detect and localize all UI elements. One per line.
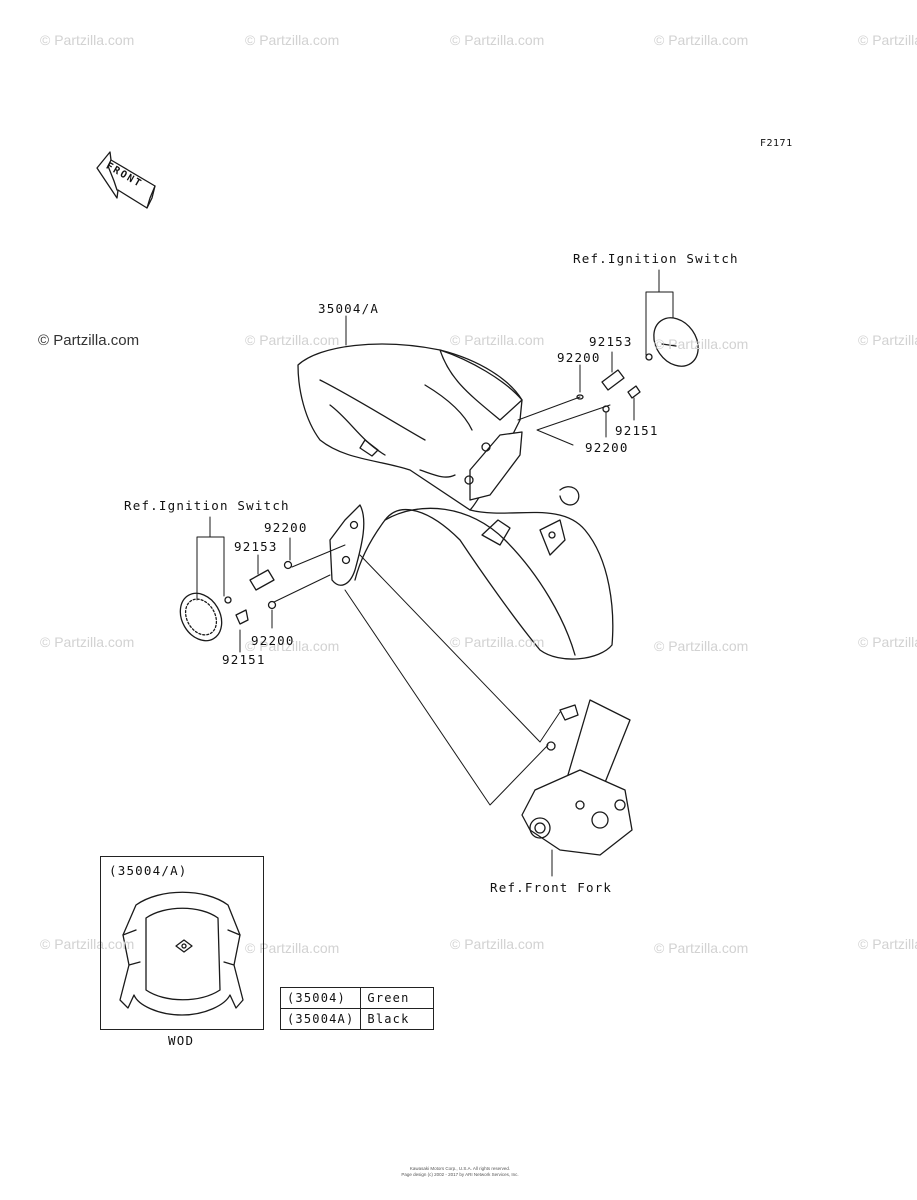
- color-name-cell: Black: [360, 1008, 435, 1030]
- front-fender: [297, 343, 614, 660]
- watermark: © Partzilla.com: [858, 936, 917, 952]
- watermark: © Partzilla.com: [245, 332, 340, 348]
- table-row: (35004A) Black: [279, 1008, 435, 1030]
- variant-box: (35004/A): [100, 856, 264, 1030]
- callout-92200-left-bottom[interactable]: 92200: [251, 633, 295, 648]
- copyright-line-1: Kawasaki Motors Corp., U.S.A. All rights…: [409, 1166, 511, 1171]
- watermark: © Partzilla.com: [245, 940, 340, 956]
- callout-92200-right-top[interactable]: 92200: [557, 350, 601, 365]
- watermark: © Partzilla.com: [450, 32, 545, 48]
- watermark: © Partzilla.com: [858, 32, 917, 48]
- callout-92200-left-top[interactable]: 92200: [264, 520, 308, 535]
- watermark: © Partzilla.com: [38, 332, 140, 349]
- callout-35004a[interactable]: 35004/A: [318, 301, 380, 316]
- callout-92153-left[interactable]: 92153: [234, 539, 278, 554]
- callout-92151-right[interactable]: 92151: [615, 423, 659, 438]
- variant-fender: [119, 891, 244, 1016]
- callout-92153-right[interactable]: 92153: [589, 334, 633, 349]
- watermark: © Partzilla.com: [40, 936, 135, 952]
- front-arrow-icon: [96, 151, 156, 209]
- watermark: © Partzilla.com: [858, 332, 917, 348]
- color-code-cell: (35004A): [279, 1008, 362, 1030]
- callout-ref-ignition-switch-right[interactable]: Ref.Ignition Switch: [573, 251, 739, 266]
- watermark: © Partzilla.com: [654, 638, 749, 654]
- color-table: (35004) Green (35004A) Black: [279, 987, 435, 1030]
- variant-box-title: (35004/A): [109, 863, 188, 878]
- watermark: © Partzilla.com: [654, 336, 749, 352]
- watermark: © Partzilla.com: [245, 638, 340, 654]
- figure-code: F2171: [760, 138, 793, 149]
- reflector-left: [179, 592, 232, 642]
- callout-92200-right-bottom[interactable]: 92200: [585, 440, 629, 455]
- leader-lines: [196, 269, 674, 877]
- variant-caption: WOD: [168, 1033, 195, 1048]
- callout-ref-front-fork[interactable]: Ref.Front Fork: [490, 880, 613, 895]
- watermark: © Partzilla.com: [40, 32, 135, 48]
- watermark: © Partzilla.com: [654, 940, 749, 956]
- front-fork: [521, 699, 633, 856]
- color-name-cell: Green: [360, 987, 435, 1009]
- color-code-cell: (35004): [279, 987, 362, 1009]
- copyright-footer: Kawasaki Motors Corp., U.S.A. All rights…: [300, 1166, 620, 1178]
- hardware-left: [235, 560, 293, 625]
- callout-92151-left[interactable]: 92151: [222, 652, 266, 667]
- watermark: © Partzilla.com: [654, 32, 749, 48]
- reflector-right: [645, 317, 699, 367]
- watermark: © Partzilla.com: [450, 634, 545, 650]
- table-row: (35004) Green: [279, 987, 435, 1009]
- hardware-right: [576, 369, 641, 413]
- watermark: © Partzilla.com: [450, 936, 545, 952]
- watermark: © Partzilla.com: [858, 634, 917, 650]
- watermark: © Partzilla.com: [40, 634, 135, 650]
- copyright-line-2: Page design (c) 2002 - 2017 by ARI Netwo…: [401, 1172, 519, 1177]
- watermark: © Partzilla.com: [245, 32, 340, 48]
- watermark: © Partzilla.com: [450, 332, 545, 348]
- callout-ref-ignition-switch-left[interactable]: Ref.Ignition Switch: [124, 498, 290, 513]
